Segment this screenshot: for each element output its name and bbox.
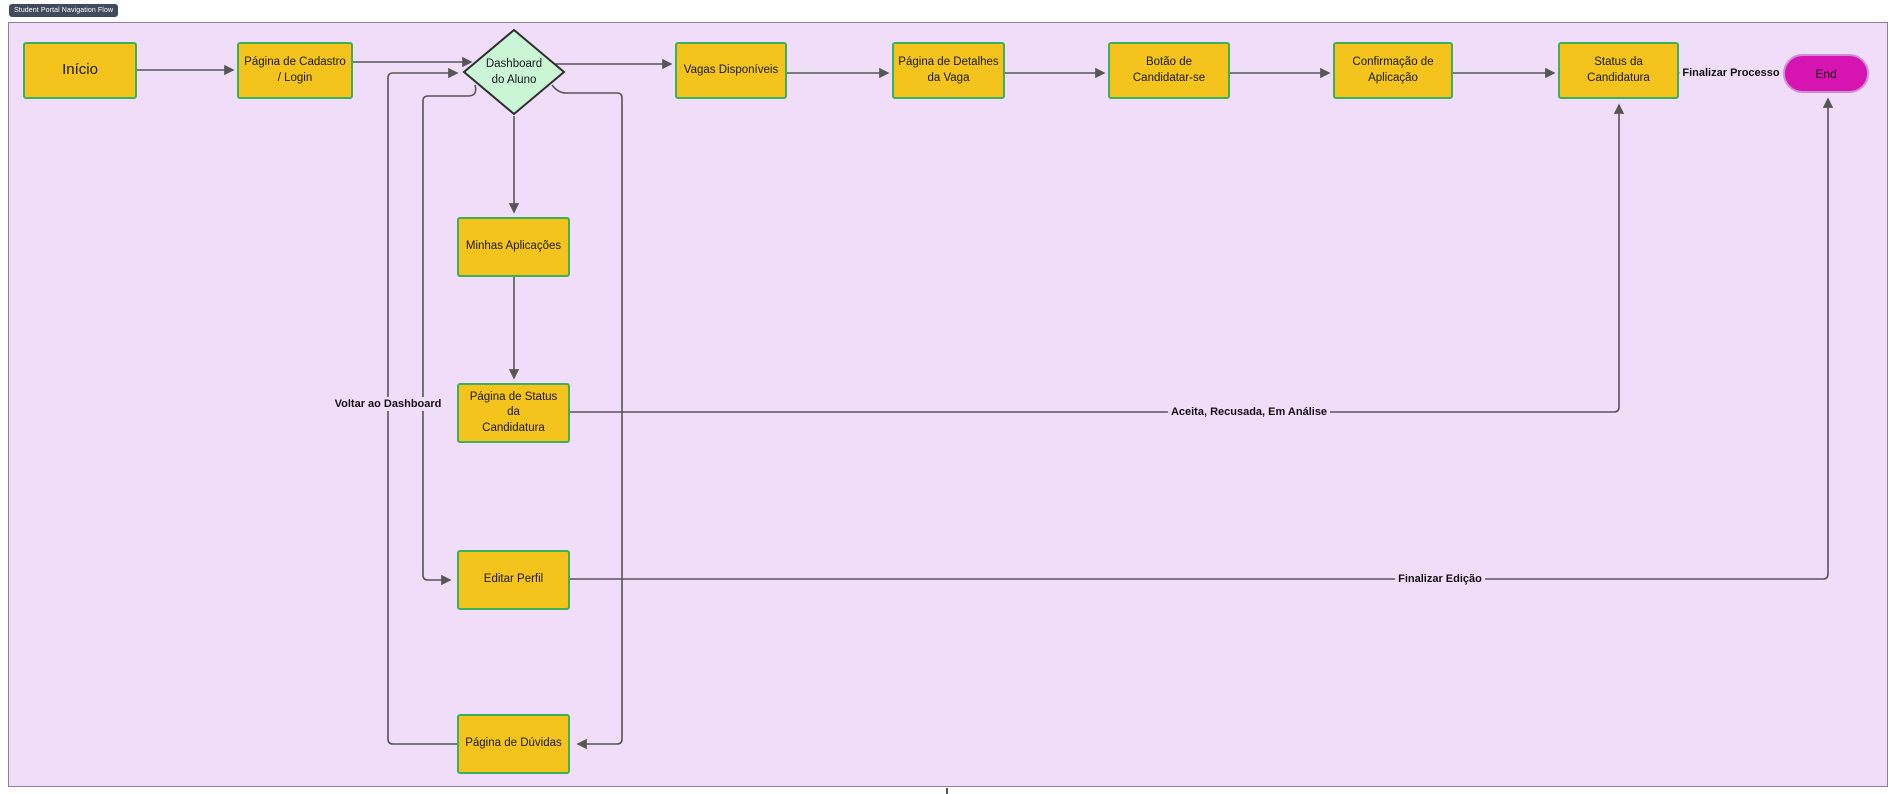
node-inicio[interactable]: Início — [23, 42, 137, 99]
node-vagas-disponiveis[interactable]: Vagas Disponíveis — [675, 42, 787, 99]
node-pagina-duvidas[interactable]: Página de Dúvidas — [457, 714, 570, 774]
node-minhas-aplicacoes[interactable]: Minhas Aplicações — [457, 217, 570, 277]
node-minhas-aplicacoes-label: Minhas Aplicações — [465, 240, 562, 253]
node-editar-perfil-label: Editar Perfil — [483, 573, 544, 586]
node-pagina-duvidas-label: Página de Dúvidas — [465, 737, 562, 750]
node-end[interactable]: End — [1783, 54, 1869, 93]
canvas-bottom-tick — [946, 788, 948, 794]
node-pagina-detalhes-vaga-label: Página de Detalhes da Vaga — [898, 55, 999, 84]
edge-label-finalizar-processo: Finalizar Processo — [1679, 66, 1783, 80]
node-pagina-cadastro-login[interactable]: Página de Cadastro / Login — [237, 42, 353, 99]
node-pagina-status-candidatura-label: Página de Status da Candidatura — [469, 390, 558, 434]
edge-label-finalizar-edicao: Finalizar Edição — [1395, 572, 1485, 586]
node-dashboard-do-aluno[interactable]: Dashboard do Aluno — [460, 26, 568, 118]
diagram-title-badge: Student Portal Navigation Flow — [9, 4, 119, 17]
flow-canvas — [8, 22, 1888, 787]
node-status-candidatura-label: Status da Candidatura — [1587, 55, 1650, 84]
node-pagina-detalhes-vaga[interactable]: Página de Detalhes da Vaga — [892, 42, 1005, 99]
decision-diamond-shape — [462, 28, 566, 116]
node-botao-candidatar-se[interactable]: Botão de Candidatar-se — [1108, 42, 1230, 99]
node-end-label: End — [1815, 66, 1837, 81]
node-pagina-cadastro-login-label: Página de Cadastro / Login — [244, 55, 346, 84]
node-pagina-status-candidatura[interactable]: Página de Status da Candidatura — [457, 383, 570, 443]
node-dashboard-do-aluno-label: Dashboard do Aluno — [485, 57, 543, 86]
node-editar-perfil[interactable]: Editar Perfil — [457, 550, 570, 610]
node-confirmacao-aplicacao[interactable]: Confirmação de Aplicação — [1333, 42, 1453, 99]
edge-label-voltar-ao-dashboard: Voltar ao Dashboard — [331, 397, 445, 411]
edge-label-aceita-recusada-em-analise: Aceita, Recusada, Em Análise — [1167, 405, 1331, 419]
diagram-title: Student Portal Navigation Flow — [14, 7, 114, 14]
node-confirmacao-aplicacao-label: Confirmação de Aplicação — [1352, 55, 1434, 84]
node-status-candidatura[interactable]: Status da Candidatura — [1558, 42, 1679, 99]
node-inicio-label: Início — [62, 61, 98, 79]
node-vagas-disponiveis-label: Vagas Disponíveis — [683, 63, 779, 76]
node-botao-candidatar-se-label: Botão de Candidatar-se — [1132, 55, 1206, 84]
